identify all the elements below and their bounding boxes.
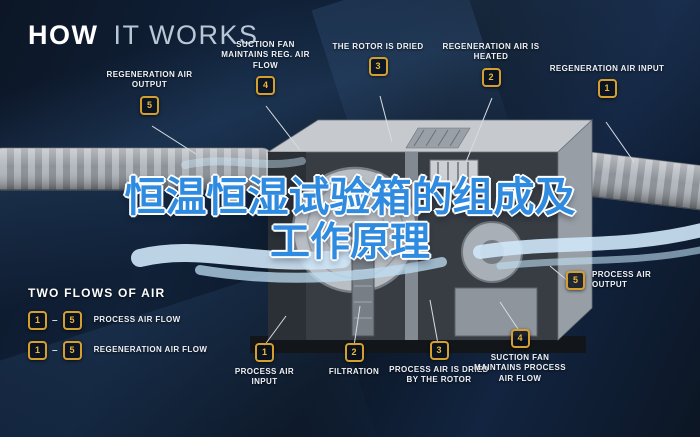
callout-label: REGENERATION AIR OUTPUT — [106, 70, 193, 90]
callout-regeneration-air-input: REGENERATION AIR INPUT 1 — [548, 64, 666, 99]
callout-suction-fan-reg-air: SUCTION FAN MAINTAINS REG. AIR FLOW 4 — [213, 40, 318, 96]
legend-row-label: REGENERATION AIR FLOW — [93, 345, 208, 355]
callout-filtration: 2 FILTRATION — [314, 342, 394, 377]
callout-number-badge: 2 — [344, 343, 364, 362]
callout-regeneration-air-heated: REGENERATION AIR IS HEATED 2 — [436, 42, 546, 87]
callout-number-badge: 1 — [255, 343, 274, 362]
regeneration-heater — [429, 159, 479, 187]
callout-process-air-dried: 3 PROCESS AIR IS DRIED BY THE ROTOR — [388, 340, 490, 386]
callout-number-badge: 5 — [566, 270, 585, 290]
legend-range-dash: – — [52, 315, 58, 326]
legend-range-start-badge: 1 — [28, 311, 47, 330]
page-title: HOW IT WORKS — [28, 20, 259, 51]
callout-label: FILTRATION — [328, 367, 380, 376]
callout-suction-fan-process-air: 4 SUCTION FAN MAINTAINS PROCESS AIR FLOW — [468, 328, 572, 384]
callout-number-badge: 2 — [481, 67, 501, 87]
legend-row-label: PROCESS AIR FLOW — [93, 315, 181, 325]
legend-title: TWO FLOWS OF AIR — [28, 286, 166, 300]
callout-process-air-output: 5 PROCESS AIR OUTPUT — [566, 270, 684, 291]
legend-range-end-badge: 5 — [62, 341, 82, 360]
legend-range-start-badge: 1 — [28, 341, 47, 360]
callout-label: REGENERATION AIR IS HEATED — [442, 42, 540, 62]
callout-label: THE ROTOR IS DRIED — [332, 42, 424, 51]
callout-label: PROCESS AIR OUTPUT — [592, 270, 652, 290]
callout-rotor-is-dried: THE ROTOR IS DRIED 3 — [332, 42, 424, 77]
callout-label: PROCESS AIR INPUT — [234, 367, 295, 387]
callout-number-badge: 5 — [140, 95, 159, 115]
callout-number-badge: 1 — [597, 79, 617, 99]
callout-label: PROCESS AIR IS DRIED BY THE ROTOR — [389, 365, 489, 385]
legend-row-regeneration-air-flow: 1 – 5 REGENERATION AIR FLOW — [28, 341, 207, 360]
legend-row-process-air-flow: 1 – 5 PROCESS AIR FLOW — [28, 311, 207, 330]
callout-number-badge: 4 — [256, 76, 275, 96]
title-light: IT WORKS — [113, 20, 259, 50]
callout-number-badge: 4 — [510, 329, 530, 348]
legend-range-end-badge: 5 — [62, 311, 82, 330]
title-bold: HOW — [28, 20, 99, 50]
machine-base — [250, 336, 586, 353]
fan-housing-box — [454, 287, 538, 337]
legend-range-dash: – — [52, 345, 58, 356]
left-regeneration-duct — [0, 147, 273, 191]
callout-label: SUCTION FAN MAINTAINS REG. AIR FLOW — [221, 40, 310, 70]
callout-process-air-input: 1 PROCESS AIR INPUT — [222, 342, 307, 388]
air-flow-swooshes — [131, 157, 700, 283]
callout-label: SUCTION FAN MAINTAINS PROCESS AIR FLOW — [474, 353, 566, 383]
callout-number-badge: 3 — [368, 57, 388, 77]
callout-regeneration-air-output: REGENERATION AIR OUTPUT 5 — [92, 70, 207, 115]
filter-panel — [351, 239, 375, 337]
dehumidifier-machine — [250, 119, 594, 353]
legend-two-flows-of-air: TWO FLOWS OF AIR 1 – 5 PROCESS AIR FLOW … — [28, 286, 207, 360]
callout-number-badge: 3 — [429, 341, 449, 360]
callout-label: REGENERATION AIR INPUT — [549, 64, 665, 73]
